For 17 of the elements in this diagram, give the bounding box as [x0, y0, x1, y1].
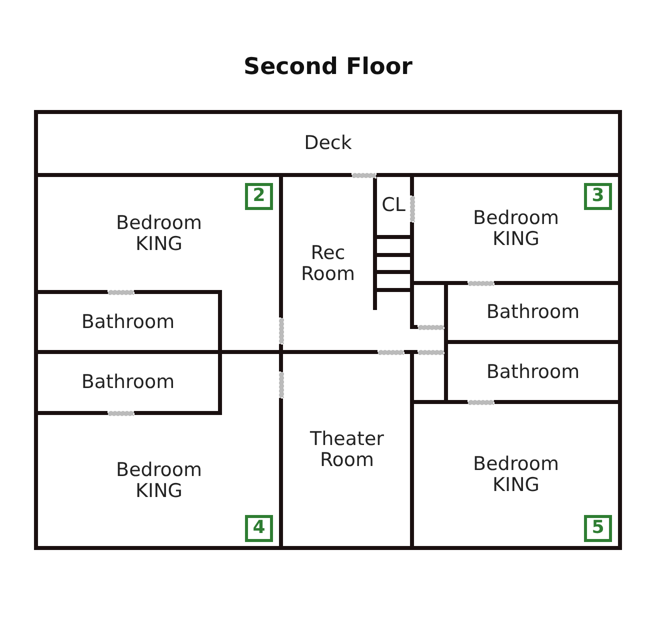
plan-title: Second Floor: [242, 54, 414, 80]
room-name: Theater Room: [309, 429, 385, 471]
room-name: Bathroom: [485, 362, 581, 383]
room-name: Bedroom KING: [472, 208, 560, 250]
room-number-badge: 4: [245, 515, 273, 542]
room-name: Bathroom: [80, 372, 176, 393]
room-name: Rec Room: [300, 243, 356, 285]
room-name: Bathroom: [80, 312, 176, 333]
room-name: Bedroom KING: [472, 454, 560, 496]
room-name: CL: [380, 195, 406, 216]
room-number-badge: 2: [245, 183, 273, 210]
room-name: Bedroom KING: [115, 213, 203, 255]
room-number-badge: 3: [584, 183, 612, 210]
room-name: Bedroom KING: [115, 460, 203, 502]
room-name: Deck: [303, 133, 353, 154]
room-name: Bathroom: [485, 302, 581, 323]
room-number-badge: 5: [584, 515, 612, 542]
